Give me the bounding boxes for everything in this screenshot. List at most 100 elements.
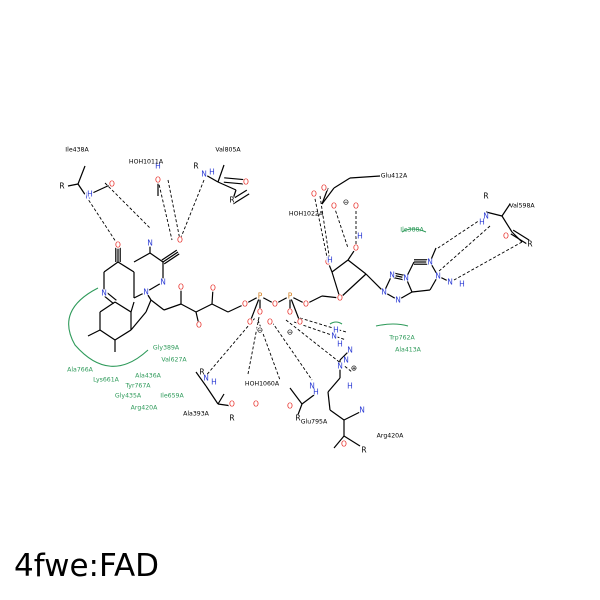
atom-background xyxy=(308,382,316,390)
atom-label: O xyxy=(115,241,121,250)
atom-label: N xyxy=(389,271,395,280)
atom-background xyxy=(242,178,250,186)
atom-label: N xyxy=(143,288,149,297)
hydrophobic-residue-label: Ala766A xyxy=(67,367,94,374)
bond xyxy=(145,299,152,313)
atom-label: O xyxy=(155,176,161,185)
residue-label: Val598A xyxy=(509,203,535,210)
hydrogen-bonds xyxy=(85,179,523,381)
atom-background xyxy=(294,414,302,422)
hydrogen-bond-line xyxy=(437,225,491,273)
atom-label: O xyxy=(297,318,303,327)
bond xyxy=(329,409,345,421)
atom-background xyxy=(241,300,249,308)
bond xyxy=(133,252,151,263)
bond xyxy=(321,187,335,205)
atom-background xyxy=(177,283,185,291)
atom-background xyxy=(388,271,396,279)
atom-label: N xyxy=(201,170,207,179)
bond xyxy=(87,329,101,337)
atom-label: H xyxy=(327,256,333,265)
atom-background xyxy=(246,318,254,326)
bond xyxy=(217,181,237,191)
atom-background xyxy=(336,340,344,348)
atom-labels: NNNNOOOOOOOOOOOOOOOONNNNNNNOOOOOOOOOOOON… xyxy=(58,162,534,455)
atom-background xyxy=(446,278,454,286)
atom-label: N xyxy=(359,406,365,415)
atom-label: R xyxy=(199,368,204,377)
atom-background xyxy=(256,308,264,316)
hydrogen-bond-line xyxy=(167,179,181,241)
residue-label: HOH1060A xyxy=(245,381,280,388)
hydrophobic-arc xyxy=(375,323,409,327)
atom-label: N xyxy=(483,212,489,221)
hydrophobic-residue-label: Gly389A xyxy=(153,345,180,352)
bond xyxy=(130,301,135,313)
atom-background xyxy=(332,326,340,334)
atom-background xyxy=(58,182,66,190)
atom-background xyxy=(360,446,368,454)
bond xyxy=(501,203,511,217)
atom-background xyxy=(286,328,294,336)
atom-label: ⊖ xyxy=(287,328,293,337)
atom-label: N xyxy=(160,278,166,287)
hydrogen-bond-line xyxy=(333,205,349,249)
hydrogen-bond-line xyxy=(157,179,173,241)
bond xyxy=(117,261,135,273)
atom-label: O xyxy=(257,308,263,317)
atom-background xyxy=(159,278,167,286)
atom-background xyxy=(209,284,217,292)
atom-label: O xyxy=(353,202,359,211)
atom-background xyxy=(352,244,360,252)
atom-background xyxy=(195,321,203,329)
bond xyxy=(103,261,119,273)
bond xyxy=(333,177,351,189)
atom-background xyxy=(458,280,466,288)
atom-background xyxy=(352,202,360,210)
atom-label: ⊖ xyxy=(257,326,263,335)
hydrophobic-residue-label: Trp762A xyxy=(388,335,415,342)
hydrogen-bond-line xyxy=(453,241,523,281)
double-bond xyxy=(232,193,250,205)
bond xyxy=(67,183,79,187)
atom-label: O xyxy=(267,318,273,327)
atom-label: O xyxy=(353,244,359,253)
double-bond xyxy=(512,229,530,241)
atom-label: N xyxy=(395,296,401,305)
bond xyxy=(149,252,164,263)
atom-label: O xyxy=(337,294,343,303)
hydrogen-bond-line xyxy=(85,195,119,246)
atom-background xyxy=(202,374,210,382)
bond xyxy=(501,215,513,233)
atom-label: O xyxy=(287,308,293,317)
bond xyxy=(130,311,147,331)
bond xyxy=(163,303,182,311)
bond xyxy=(343,411,361,421)
atom-background xyxy=(114,241,122,249)
bond xyxy=(331,259,349,273)
residue-label: HOH1011A xyxy=(129,159,164,166)
atom-background xyxy=(302,300,310,308)
bond xyxy=(195,371,207,387)
bond xyxy=(99,301,116,313)
atom-label: H xyxy=(337,340,343,349)
residue-label: Ile438A xyxy=(65,147,89,154)
atom-label: H xyxy=(459,280,465,289)
hydrophobic-arc xyxy=(68,287,149,367)
atom-background xyxy=(320,184,328,192)
hydrogen-bond-line xyxy=(247,311,261,375)
hydrogen-bond-line xyxy=(203,317,256,379)
atom-label: O xyxy=(287,402,293,411)
atom-label: R xyxy=(193,162,198,171)
hydrophobic-residue-label: Gly435A xyxy=(115,393,142,400)
atom-label: O xyxy=(503,232,509,241)
atom-label: H xyxy=(347,382,353,391)
atom-label: N xyxy=(203,374,209,383)
atom-label: O xyxy=(331,202,337,211)
atom-background xyxy=(356,232,364,240)
hydrogen-bond-line xyxy=(104,182,151,229)
atom-label: O xyxy=(311,190,317,199)
atom-background xyxy=(266,318,274,326)
atom-label: P xyxy=(258,292,263,301)
bond xyxy=(347,259,367,275)
